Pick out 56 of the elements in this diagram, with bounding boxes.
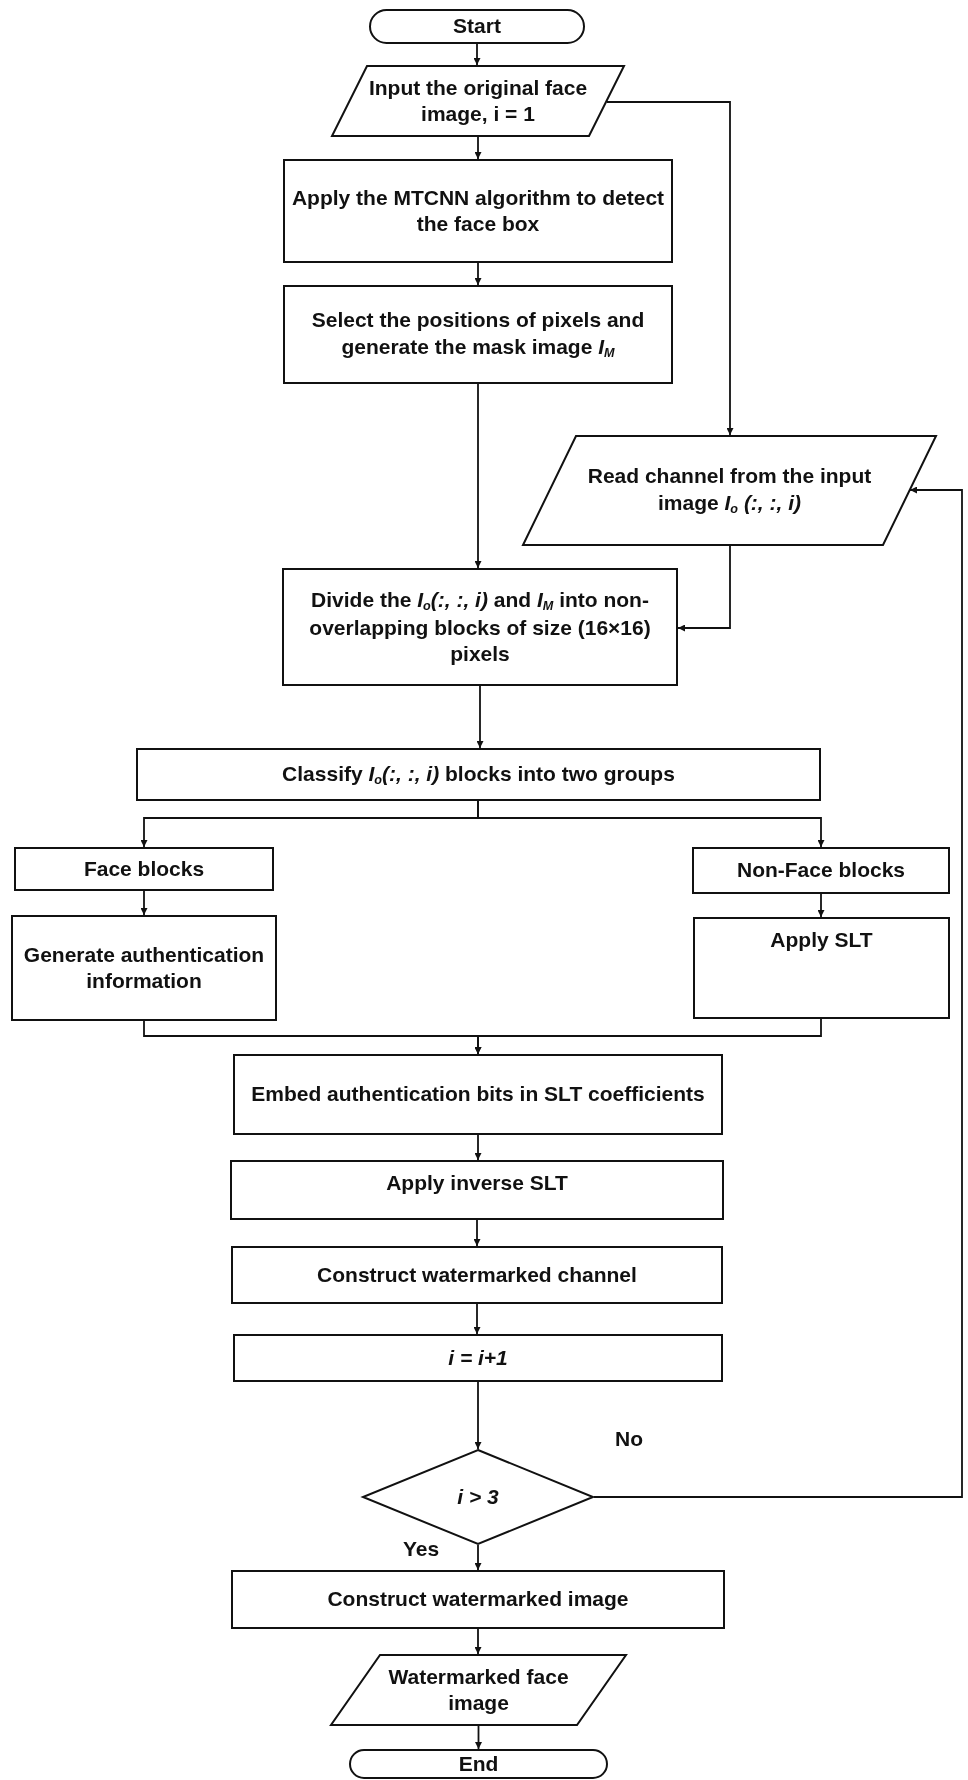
arrow bbox=[474, 383, 482, 569]
arrow bbox=[474, 1381, 482, 1450]
node-text: End bbox=[458, 1750, 499, 1777]
arrow bbox=[474, 1134, 482, 1161]
node-text: i > 3 bbox=[457, 1483, 499, 1510]
input-output-parallelogram bbox=[522, 435, 937, 546]
arrow bbox=[474, 1544, 482, 1571]
arrow bbox=[593, 486, 963, 1498]
terminal-box bbox=[349, 1749, 608, 1779]
node-text: Non-Face blocks bbox=[736, 857, 905, 884]
arrow bbox=[473, 43, 481, 66]
process-box bbox=[136, 748, 821, 801]
process-box bbox=[693, 917, 950, 1019]
arrow bbox=[474, 1018, 822, 1055]
process-box bbox=[233, 1054, 723, 1135]
arrow bbox=[474, 262, 482, 286]
node-text: Generate authentication information bbox=[22, 941, 266, 994]
arrow bbox=[140, 890, 148, 916]
node-text: Apply inverse SLT bbox=[386, 1170, 568, 1196]
arrow bbox=[606, 101, 734, 436]
node-text: i = i+1 bbox=[448, 1344, 508, 1371]
terminal-box bbox=[369, 9, 585, 44]
arrow bbox=[476, 685, 484, 749]
arrow bbox=[473, 1219, 481, 1247]
process-box bbox=[11, 915, 277, 1021]
arrow bbox=[475, 1725, 482, 1750]
node-text: Select the positions of pixels and generate the mask image I$_{M}$ bbox=[310, 307, 646, 362]
process-box bbox=[692, 847, 950, 894]
node-text: Face blocks bbox=[83, 855, 205, 882]
arrow bbox=[474, 136, 482, 160]
node-text: Watermarked face image bbox=[387, 1663, 570, 1716]
arrow bbox=[477, 800, 825, 848]
node-text: Read channel from the input image I$_{o}$ (:, :, i) bbox=[586, 463, 873, 518]
node-text: Construct watermarked channel bbox=[317, 1261, 637, 1288]
node-text: Classify I$_{o}$(:, :, i) blocks into two groups bbox=[282, 760, 675, 789]
process-box bbox=[230, 1160, 724, 1220]
arrow bbox=[677, 545, 731, 632]
node-text: Divide the I$_{o}$(:, :, i) and I$_{M}$ into non-overlapping blocks of size (16×16) pixels bbox=[308, 586, 652, 667]
process-box bbox=[231, 1570, 725, 1629]
node-text: Apply SLT bbox=[770, 927, 873, 953]
arrow bbox=[817, 893, 825, 918]
process-box bbox=[231, 1246, 723, 1304]
process-box bbox=[283, 159, 673, 263]
process-box bbox=[282, 568, 678, 686]
process-box bbox=[14, 847, 274, 891]
arrow bbox=[473, 1303, 481, 1335]
node-text: Construct watermarked image bbox=[327, 1586, 629, 1613]
input-output-parallelogram bbox=[330, 1654, 627, 1726]
arrow bbox=[474, 1628, 482, 1655]
process-box bbox=[283, 285, 673, 384]
node-text: Input the original face image, i = 1 bbox=[367, 74, 589, 127]
input-output-parallelogram bbox=[331, 65, 625, 137]
node-text: Start bbox=[453, 13, 501, 40]
process-box bbox=[233, 1334, 723, 1382]
node-text: Embed authentication bits in SLT coefficients bbox=[251, 1081, 705, 1108]
node-text: Apply the MTCNN algorithm to detect the face box bbox=[291, 184, 665, 237]
